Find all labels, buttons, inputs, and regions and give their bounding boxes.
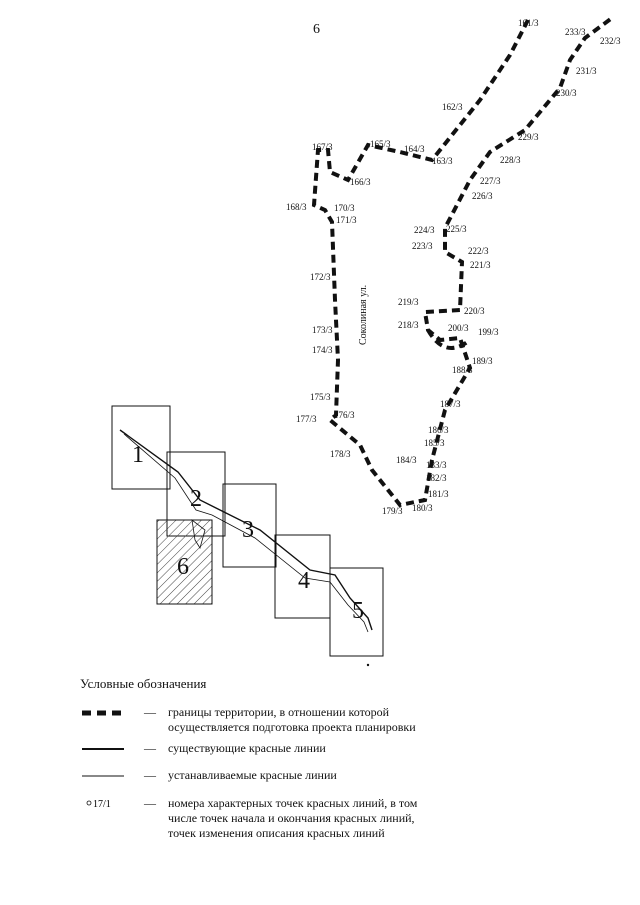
- point-label: 187/3: [440, 399, 461, 409]
- point-label: 185/3: [424, 438, 445, 448]
- point-label: 233/3: [565, 27, 586, 37]
- sheet-number-4: 4: [298, 568, 310, 594]
- point-label: 174/3: [312, 345, 333, 355]
- sheet-number-2: 2: [190, 486, 202, 512]
- sheet-frame-5: [329, 567, 384, 657]
- point-label: 183/3: [426, 460, 447, 470]
- point-label: 228/3: [500, 155, 521, 165]
- point-label: 199/3: [478, 327, 499, 337]
- point-label: 184/3: [396, 455, 417, 465]
- legend-dash: —: [144, 741, 156, 755]
- sheet-number-5: 5: [352, 598, 364, 624]
- red-line-planned: [123, 433, 369, 633]
- legend-symbol-boundary: [82, 710, 126, 716]
- point-label: 189/3: [472, 356, 493, 366]
- point-label: 200/3: [448, 323, 469, 333]
- point-label: 226/3: [472, 191, 493, 201]
- red-line-existing: [119, 429, 373, 631]
- legend-title: Условные обозначения: [80, 676, 207, 691]
- point-label: 175/3: [310, 392, 331, 402]
- page-number: 6: [313, 22, 320, 37]
- point-label: 188/3: [452, 365, 473, 375]
- point-label: 173/3: [312, 325, 333, 335]
- sheet-frame-3: [222, 483, 277, 568]
- point-label: 168/3: [286, 202, 307, 212]
- point-label: 180/3: [412, 503, 433, 513]
- sheet-frame-6-hatched: [156, 519, 213, 605]
- point-label: 176/3: [334, 410, 355, 420]
- red-line-branch: [191, 519, 206, 549]
- legend-symbol-planned: [82, 775, 124, 777]
- point-label: 225/3: [446, 224, 467, 234]
- point-label: 229/3: [518, 132, 539, 142]
- legend-text: номера характерных точек красных линий, …: [168, 796, 468, 841]
- sheet-frame-1: [111, 405, 171, 490]
- point-label: 177/3: [296, 414, 317, 424]
- point-label: 162/3: [442, 102, 463, 112]
- point-label: 220/3: [464, 306, 485, 316]
- point-label: 172/3: [310, 272, 331, 282]
- point-label: 179/3: [382, 506, 403, 516]
- point-label: 166/3: [350, 177, 371, 187]
- map-dot: [366, 663, 370, 667]
- point-label: 231/3: [576, 66, 597, 76]
- legend-symbol-existing: [82, 748, 124, 750]
- point-label: 167/3: [312, 142, 333, 152]
- legend-text: существующие красные линии: [168, 741, 468, 756]
- legend-line: осуществляется подготовка проекта планир…: [168, 720, 416, 734]
- point-label: 224/3: [414, 225, 435, 235]
- legend-line: границы территории, в отношении которой: [168, 705, 390, 719]
- street-label: Соколиная ул.: [358, 285, 369, 345]
- legend-item-boundary: — границы территории, в отношении которо…: [80, 705, 460, 737]
- legend-line: номера характерных точек красных линий, …: [168, 796, 418, 810]
- legend-item-planned: — устанавливаемые красные линии: [80, 768, 460, 784]
- point-label: 178/3: [330, 449, 351, 459]
- point-label: 219/3: [398, 297, 419, 307]
- point-label: 230/3: [556, 88, 577, 98]
- point-label: 165/3: [370, 139, 391, 149]
- legend-dash: —: [144, 796, 156, 810]
- point-label: 232/3: [600, 36, 621, 46]
- point-label: 186/3: [428, 425, 449, 435]
- point-labels: 161/3 233/3 232/3 231/3 230/3 162/3 229/…: [286, 18, 621, 516]
- point-label: 164/3: [404, 144, 425, 154]
- point-label: 182/3: [426, 473, 447, 483]
- sheet-number-3: 3: [242, 517, 254, 543]
- legend-point-label: 17/1: [93, 799, 111, 810]
- boundary-arc: [426, 328, 472, 350]
- point-label: 227/3: [480, 176, 501, 186]
- legend-text: устанавливаемые красные линии: [168, 768, 468, 783]
- point-label: 171/3: [336, 215, 357, 225]
- legend-line: устанавливаемые красные линии: [168, 768, 337, 782]
- point-label: 218/3: [398, 320, 419, 330]
- legend-line: точек изменения описания красных линий: [168, 826, 385, 840]
- point-label: 222/3: [468, 246, 489, 256]
- point-label: 221/3: [470, 260, 491, 270]
- legend-dash: —: [144, 705, 156, 719]
- point-label: 163/3: [432, 156, 453, 166]
- legend-line: числе точек начала и окончания красных л…: [168, 811, 415, 825]
- sheet-number-6: 6: [177, 554, 189, 580]
- point-label: 170/3: [334, 203, 355, 213]
- point-label: 161/3: [518, 18, 539, 28]
- point-label: 223/3: [412, 241, 433, 251]
- sheet-number-1: 1: [132, 442, 144, 468]
- legend-text: границы территории, в отношении которой …: [168, 705, 468, 735]
- point-label: 181/3: [428, 489, 449, 499]
- legend-dash: —: [144, 768, 156, 782]
- legend-item-existing: — существующие красные линии: [80, 741, 460, 757]
- legend-item-point: 17/1 — номера характерных точек красных …: [80, 796, 460, 844]
- territory-map: 1 2 3 4 5 6 Соколиная ул. 161/3 233/3 23…: [111, 16, 621, 667]
- legend-symbol-point: 17/1: [86, 799, 111, 810]
- legend-line: существующие красные линии: [168, 741, 326, 755]
